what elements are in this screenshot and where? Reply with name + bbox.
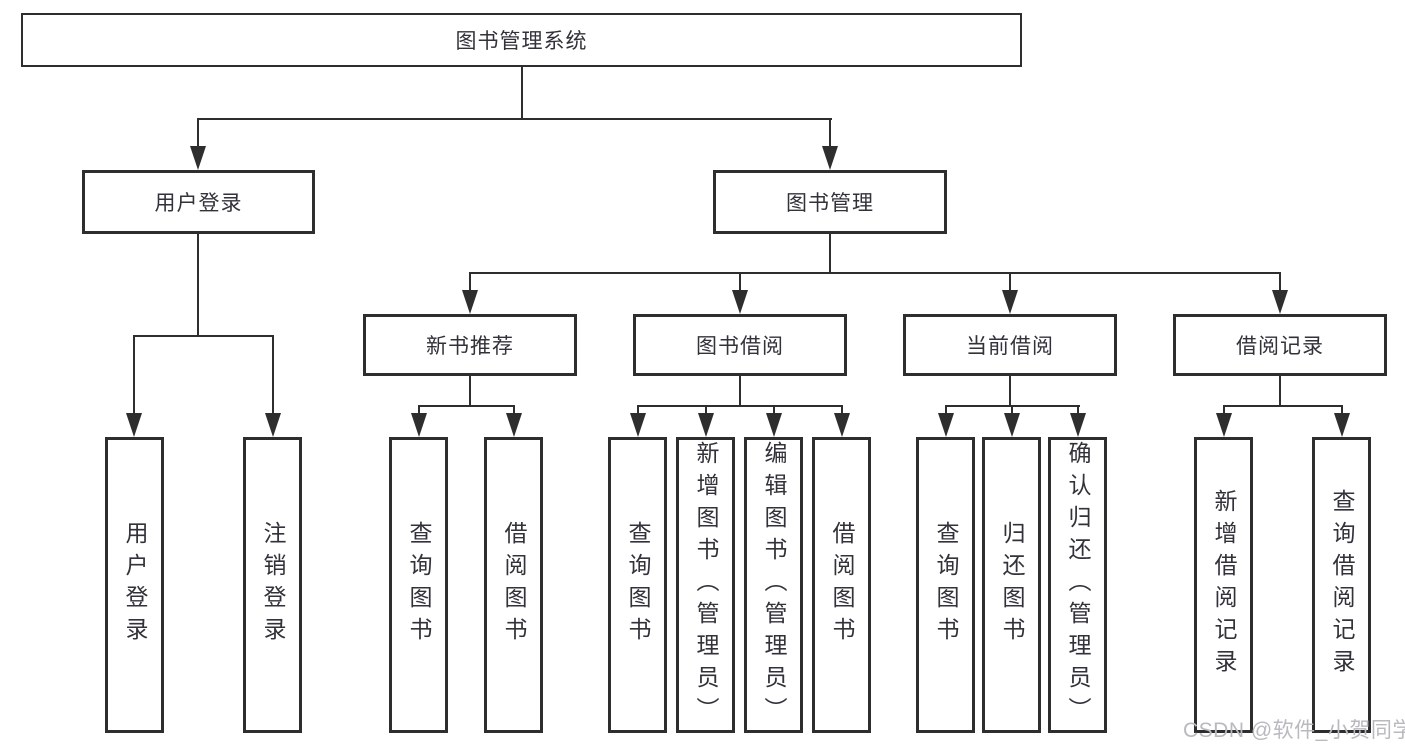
node-book-management: 图书管理 bbox=[713, 170, 947, 234]
leaf-add-borrow-record-label: 新增借阅记录 bbox=[1211, 489, 1237, 681]
connector-book-borrowing-split bbox=[637, 405, 843, 407]
connector-borrow-records-stem bbox=[1279, 376, 1281, 405]
arrowhead-down-icon bbox=[834, 407, 850, 437]
arrowhead-down-icon bbox=[265, 337, 281, 437]
arrowhead-down-icon bbox=[462, 274, 478, 314]
connector-borrow-records-split bbox=[1223, 405, 1343, 407]
leaf-user-login: 用户登录 bbox=[105, 437, 164, 733]
node-user-login-label: 用户登录 bbox=[154, 192, 243, 215]
leaf-confirm-return-admin: 确认归还（管理员） bbox=[1048, 437, 1107, 733]
arrowhead-down-icon bbox=[1070, 407, 1086, 437]
connector-book-borrowing-stem bbox=[739, 376, 741, 405]
connector-user-login-split bbox=[133, 335, 274, 337]
connector-root-stem bbox=[521, 67, 523, 118]
node-user-login: 用户登录 bbox=[82, 170, 315, 234]
connector-root-split bbox=[197, 118, 832, 120]
leaf-query-books-current-label: 查询图书 bbox=[933, 521, 959, 649]
leaf-query-books-borrow-label: 查询图书 bbox=[625, 521, 651, 649]
leaf-query-books-current: 查询图书 bbox=[916, 437, 975, 733]
node-library-system-label: 图书管理系统 bbox=[455, 30, 588, 53]
leaf-borrow-book-new-label: 借阅图书 bbox=[501, 521, 527, 649]
leaf-user-login-label: 用户登录 bbox=[122, 521, 148, 649]
leaf-borrow-book-new: 借阅图书 bbox=[484, 437, 543, 733]
arrowhead-down-icon bbox=[1216, 407, 1232, 437]
node-new-book-recommend-label: 新书推荐 bbox=[426, 335, 514, 358]
connector-current-borrowing-split bbox=[945, 405, 1080, 407]
csdn-watermark: CSDN @软件_小贺同学 bbox=[1183, 719, 1405, 742]
leaf-edit-book-admin-label: 编辑图书（管理员） bbox=[761, 441, 787, 729]
arrowhead-down-icon bbox=[126, 337, 142, 437]
node-book-borrowing-label: 图书借阅 bbox=[696, 335, 784, 358]
arrowhead-down-icon bbox=[1272, 274, 1288, 314]
arrowhead-down-icon bbox=[766, 407, 782, 437]
leaf-confirm-return-admin-label: 确认归还（管理员） bbox=[1065, 441, 1091, 729]
leaf-borrow-book-label: 借阅图书 bbox=[829, 521, 855, 649]
leaf-add-book-admin: 新增图书（管理员） bbox=[676, 437, 735, 733]
leaf-borrow-book: 借阅图书 bbox=[812, 437, 871, 733]
arrowhead-down-icon bbox=[1002, 274, 1018, 314]
arrowhead-down-icon bbox=[630, 407, 646, 437]
node-new-book-recommend: 新书推荐 bbox=[363, 314, 577, 376]
connector-new-book-stem bbox=[469, 376, 471, 405]
arrowhead-down-icon bbox=[822, 120, 838, 170]
leaf-query-books-borrow: 查询图书 bbox=[608, 437, 667, 733]
node-borrow-records-label: 借阅记录 bbox=[1236, 335, 1324, 358]
connector-book-management-split bbox=[469, 272, 1281, 274]
leaf-edit-book-admin: 编辑图书（管理员） bbox=[744, 437, 803, 733]
node-library-system: 图书管理系统 bbox=[21, 13, 1022, 67]
node-current-borrowing: 当前借阅 bbox=[903, 314, 1117, 376]
connector-new-book-split bbox=[418, 405, 515, 407]
leaf-add-book-admin-label: 新增图书（管理员） bbox=[693, 441, 719, 729]
arrowhead-down-icon bbox=[506, 407, 522, 437]
leaf-query-borrow-record: 查询借阅记录 bbox=[1312, 437, 1371, 733]
connector-book-management-stem bbox=[829, 234, 831, 272]
connector-current-borrowing-stem bbox=[1009, 376, 1011, 405]
leaf-logout-label: 注销登录 bbox=[260, 521, 286, 649]
arrowhead-down-icon bbox=[938, 407, 954, 437]
node-borrow-records: 借阅记录 bbox=[1173, 314, 1387, 376]
arrowhead-down-icon bbox=[1334, 407, 1350, 437]
node-book-management-label: 图书管理 bbox=[786, 192, 874, 215]
leaf-add-borrow-record: 新增借阅记录 bbox=[1194, 437, 1253, 733]
leaf-query-borrow-record-label: 查询借阅记录 bbox=[1329, 489, 1355, 681]
leaf-logout: 注销登录 bbox=[243, 437, 302, 733]
connector-user-login-stem bbox=[197, 234, 199, 335]
arrowhead-down-icon bbox=[190, 120, 206, 170]
node-current-borrowing-label: 当前借阅 bbox=[966, 335, 1054, 358]
leaf-return-book: 归还图书 bbox=[982, 437, 1041, 733]
node-book-borrowing: 图书借阅 bbox=[633, 314, 847, 376]
leaf-query-books-new: 查询图书 bbox=[389, 437, 448, 733]
arrowhead-down-icon bbox=[698, 407, 714, 437]
arrowhead-down-icon bbox=[411, 407, 427, 437]
leaf-query-books-new-label: 查询图书 bbox=[406, 521, 432, 649]
arrowhead-down-icon bbox=[732, 274, 748, 314]
arrowhead-down-icon bbox=[1004, 407, 1020, 437]
leaf-return-book-label: 归还图书 bbox=[999, 521, 1025, 649]
